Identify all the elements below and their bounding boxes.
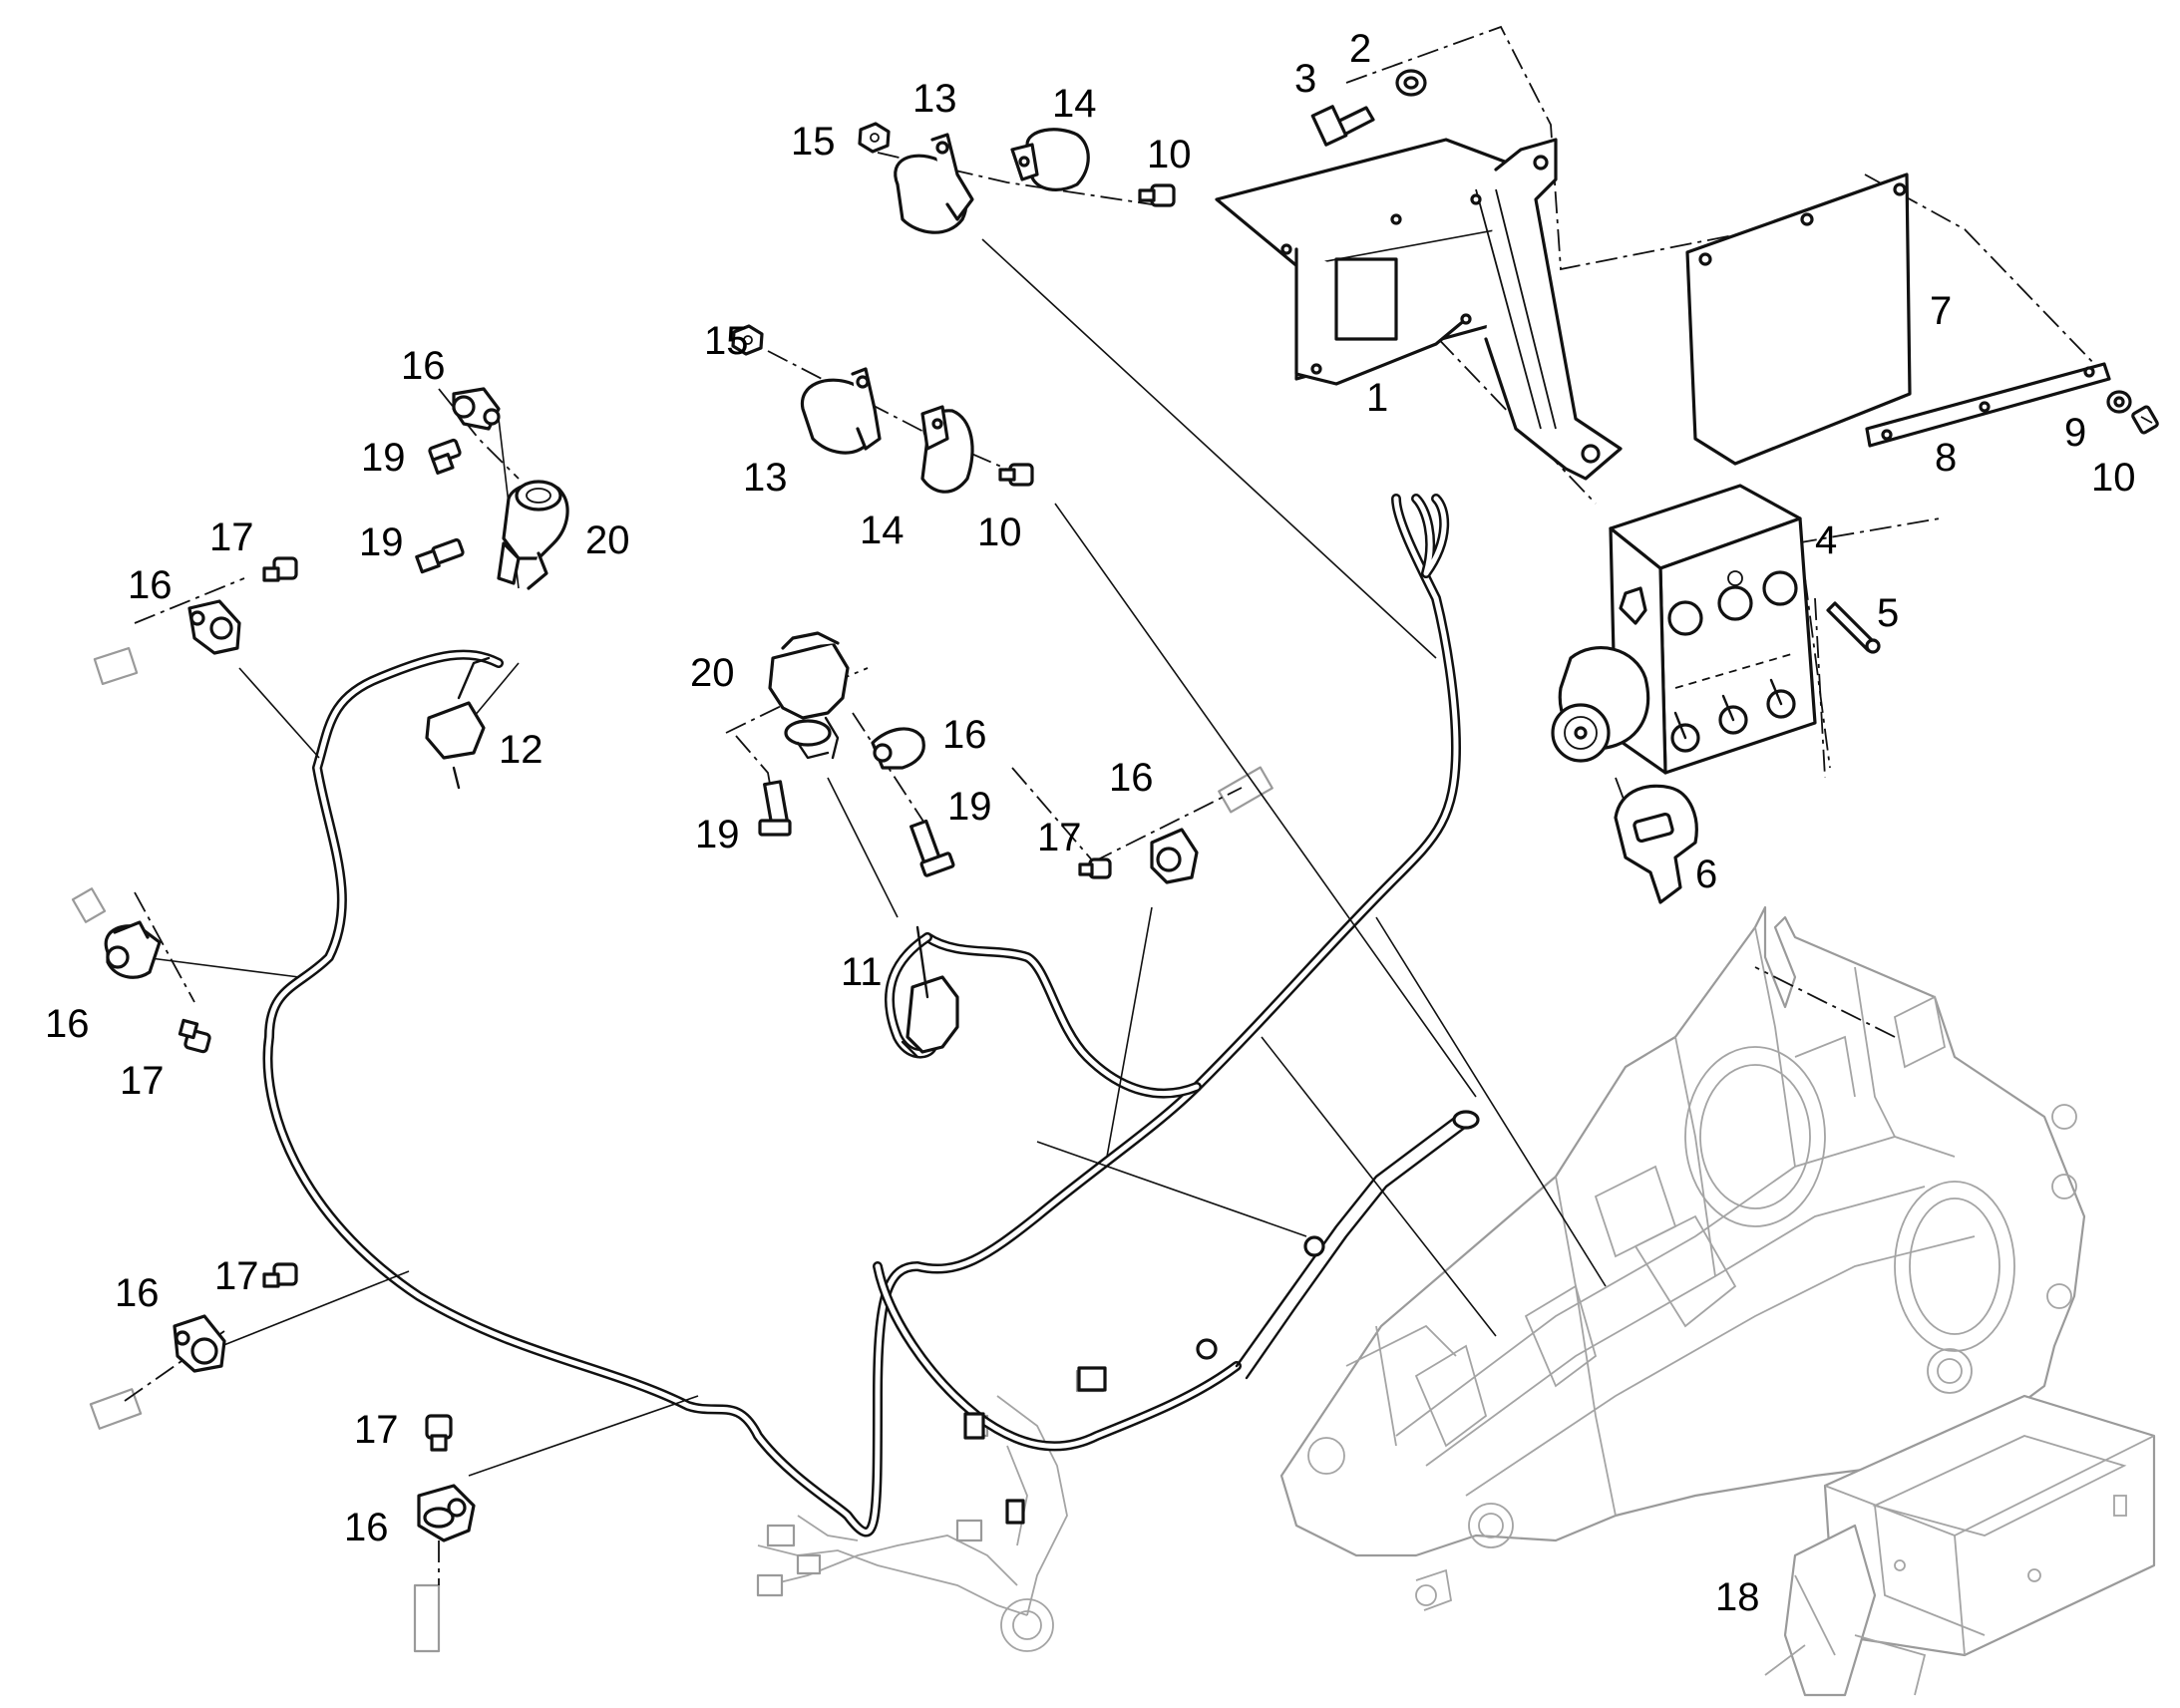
callout-15-mid: 15 (704, 319, 749, 363)
callout-19-c: 19 (695, 813, 740, 856)
screw-part-17-b (178, 1018, 211, 1054)
callout-19-b: 19 (359, 520, 404, 564)
callout-17-b: 17 (120, 1059, 165, 1103)
callout-20-left: 20 (585, 518, 630, 562)
strip-part-8 (1865, 362, 2111, 448)
callout-20-mid: 20 (690, 651, 735, 695)
clamp-part-16-mid-a (871, 727, 925, 770)
clamp-part-16-left-3 (173, 1314, 226, 1373)
callout-11: 11 (841, 950, 883, 994)
clamp-part-16-left-2 (104, 920, 162, 979)
screw-part-19-b (415, 537, 465, 574)
callout-3: 3 (1294, 57, 1316, 101)
machine-frame (1279, 905, 2086, 1611)
callout-5: 5 (1877, 591, 1899, 635)
screw-part-19-a (428, 438, 462, 475)
screw-part-10-mid (998, 463, 1034, 487)
callout-6: 6 (1695, 853, 1717, 896)
clamp-part-14-mid (920, 405, 974, 494)
callout-9: 9 (2064, 411, 2086, 455)
callout-10-mid: 10 (977, 511, 1022, 554)
washer-part-2 (1395, 69, 1427, 97)
callout-10-upper: 10 (1147, 133, 1192, 176)
bracket-part-1 (1215, 138, 1623, 481)
callout-16-left-3: 16 (115, 1271, 160, 1315)
toggle-switches (1670, 678, 1796, 753)
callout-12: 12 (499, 728, 544, 772)
callout-2: 2 (1349, 27, 1371, 71)
callout-1: 1 (1366, 376, 1388, 420)
clamp-part-13-upper (894, 133, 974, 234)
callout-17-a: 17 (209, 515, 254, 559)
screw-part-19-c (758, 780, 792, 837)
callout-17-d: 17 (354, 1408, 399, 1452)
battery-box-part-18 (1764, 1394, 2156, 1697)
callout-13-mid: 13 (743, 456, 788, 500)
screw-part-17-a (262, 556, 298, 582)
ignition-switch-part-20-mid (768, 631, 850, 760)
callout-19-d: 19 (947, 785, 992, 829)
callout-16-left-2: 16 (45, 1002, 90, 1046)
callout-4: 4 (1815, 518, 1837, 562)
screw-part-17-c (262, 1262, 298, 1288)
nut-part-15-mid (731, 324, 764, 356)
nut-part-15-upper (858, 122, 891, 154)
clamp-part-13-mid (800, 367, 882, 455)
washer-part-9 (2106, 390, 2132, 414)
screw-part-17-d (425, 1414, 453, 1452)
screw-part-17-e (1078, 857, 1112, 879)
callout-7: 7 (1930, 289, 1952, 333)
callout-14-upper: 14 (1052, 82, 1097, 126)
control-box-part-4 (1551, 484, 1817, 775)
main-harness (262, 494, 1480, 1537)
screw-part-5 (1826, 601, 1881, 654)
clamp-part-16-left-1 (187, 599, 241, 655)
connector-part-12 (425, 656, 491, 790)
callout-16-mid-a: 16 (942, 713, 987, 757)
clamp-part-16-mid-b (1150, 828, 1199, 884)
clamp-part-14-upper (1010, 128, 1090, 191)
callout-16-mid-b: 16 (1109, 756, 1154, 800)
key-part-6 (1614, 784, 1698, 904)
callout-16-left-1: 16 (128, 563, 173, 607)
screw-part-10-right (2131, 405, 2159, 435)
callout-10-right: 10 (2091, 456, 2136, 500)
bolt-part-3 (1310, 105, 1375, 147)
screw-part-19-d (909, 819, 955, 877)
screw-part-10-upper (1138, 183, 1176, 207)
spacer-bushings (71, 646, 1273, 1653)
callout-16-bottom: 16 (344, 1506, 389, 1549)
ignition-switch-part-20-left (497, 480, 569, 590)
callout-labels: 1 2 3 4 5 6 7 8 9 10 10 10 11 12 13 13 1… (45, 27, 2136, 1619)
callout-17-e: 17 (1037, 816, 1082, 859)
grey-sub-harness (756, 1369, 1105, 1652)
callout-19-a: 19 (361, 436, 406, 480)
callout-17-c: 17 (214, 1254, 259, 1298)
callout-13-upper: 13 (912, 77, 957, 121)
callout-14-mid: 14 (860, 509, 905, 552)
leader-lines (142, 238, 1607, 1477)
panel-part-7 (1685, 172, 1912, 466)
clamp-part-16-bottom (417, 1484, 476, 1542)
callout-8: 8 (1935, 436, 1957, 480)
callout-18: 18 (1715, 1575, 1760, 1619)
callout-15-upper: 15 (791, 120, 836, 164)
callout-16-top: 16 (401, 344, 446, 388)
connector-part-11 (901, 925, 959, 1059)
clamp-part-16-top (452, 387, 501, 431)
